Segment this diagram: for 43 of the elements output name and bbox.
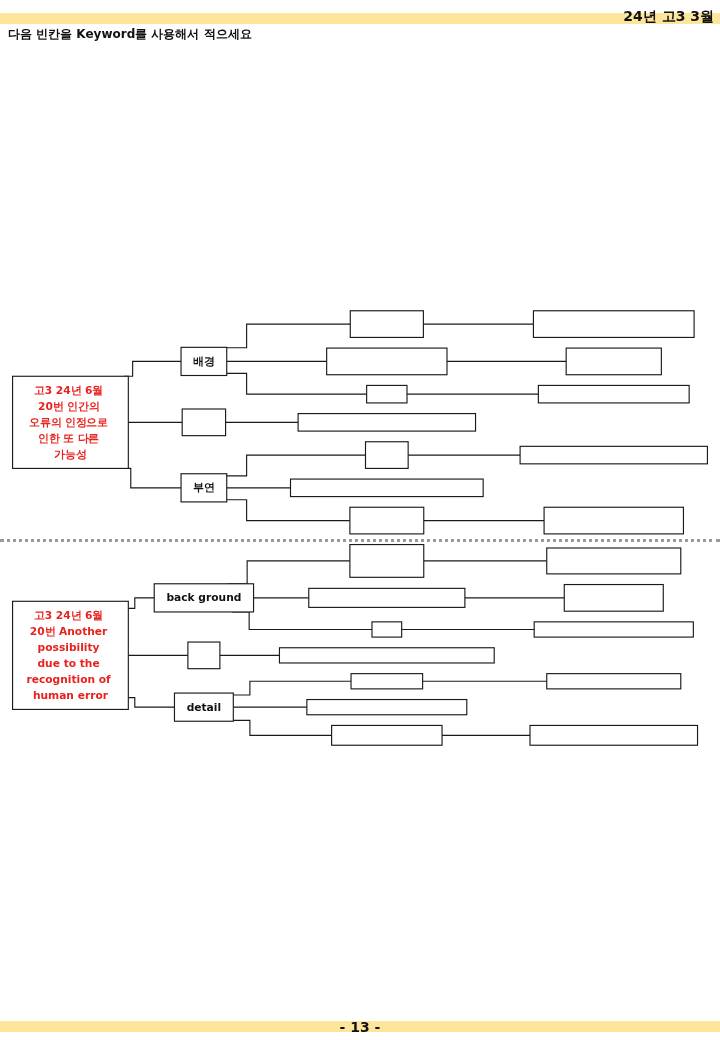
- node-box: [371, 621, 403, 638]
- node-box: [181, 408, 227, 437]
- connector: [464, 597, 565, 599]
- node-box: [350, 673, 424, 690]
- node-box: [532, 310, 695, 338]
- node-box: [366, 384, 408, 404]
- node-box: [364, 441, 409, 469]
- node-box: [289, 478, 484, 498]
- node-box: back ground: [153, 583, 255, 613]
- node-box: [543, 506, 684, 535]
- node-box: detail: [173, 692, 234, 722]
- node-box: 고3 24년 6월 20번 인간의 오류의 인정으로 인한 또 다른 가능성: [12, 375, 129, 469]
- connector: [422, 680, 548, 682]
- node-box: [565, 347, 662, 376]
- node-box: [187, 641, 221, 670]
- page-number: - 13 -: [338, 1019, 382, 1035]
- node-box: [326, 347, 448, 376]
- node-box: [349, 506, 425, 535]
- node-box: [278, 647, 495, 664]
- connector: [401, 628, 535, 631]
- node-box: [349, 544, 425, 578]
- connector: [423, 520, 545, 522]
- node-box: [546, 673, 682, 690]
- node-box: [297, 413, 477, 432]
- node-box: [537, 384, 690, 404]
- node-box: [533, 621, 694, 638]
- node-box: 부연: [180, 473, 228, 503]
- node-box: [546, 547, 682, 575]
- connector: [225, 421, 299, 423]
- node-box: [306, 698, 468, 716]
- node-box: [308, 587, 466, 608]
- node-box: 배경: [180, 346, 228, 377]
- node-box: 고3 24년 6월 20번 Another possibility due to the recognition of human error: [12, 600, 129, 710]
- node-box: [563, 583, 664, 612]
- connector: [446, 360, 567, 362]
- connector: [226, 323, 351, 349]
- title: 다음 빈칸을 Keyword를 사용해서 적으세요: [8, 27, 252, 42]
- node-box: [519, 445, 708, 465]
- node-box: [331, 724, 443, 746]
- node-box: [529, 724, 699, 746]
- connector: [219, 654, 280, 656]
- node-box: [349, 310, 424, 338]
- header-label: 24년 고3 3월: [623, 8, 714, 24]
